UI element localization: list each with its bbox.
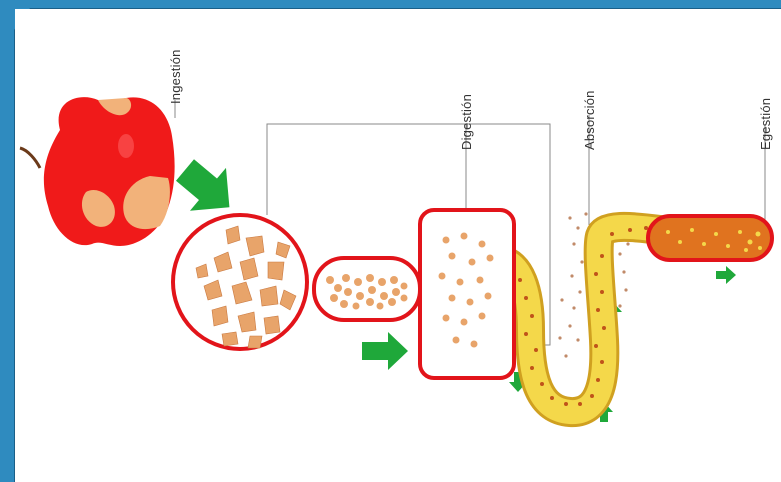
label-digestion: Digestión [459, 94, 474, 150]
mouth-chamber [173, 215, 307, 349]
label-egestion: Egestión [758, 98, 773, 150]
esophagus [314, 258, 420, 320]
label-absorption: Absorción [582, 90, 597, 150]
label-ingestion: Ingestión [168, 49, 183, 104]
stomach [420, 210, 514, 378]
mouth-outline [173, 215, 307, 349]
rectum [648, 216, 772, 260]
apple-highlight [118, 134, 134, 158]
rectum-outline [648, 216, 772, 260]
